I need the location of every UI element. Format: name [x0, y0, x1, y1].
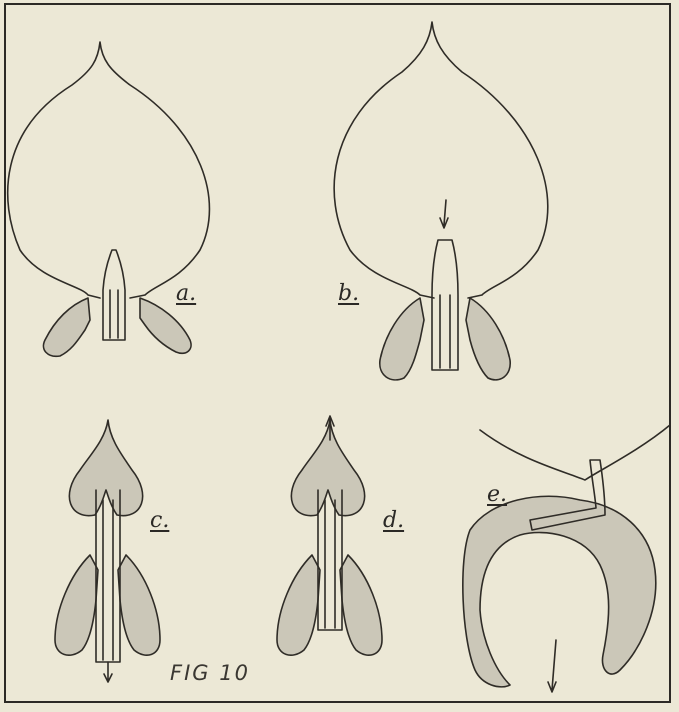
- uterus-left-d: [277, 555, 320, 655]
- arrow-b: [440, 200, 448, 228]
- uterus-left-a: [43, 298, 90, 356]
- tube-inner-b: [440, 295, 450, 368]
- bulb-c: [69, 420, 142, 516]
- tube-c: [96, 490, 120, 662]
- heart-sac-b: [334, 22, 548, 298]
- diagram-b: [334, 22, 548, 380]
- uterus-left-c: [55, 555, 98, 655]
- uterus-right-c: [118, 555, 160, 655]
- arrow-e: [548, 640, 556, 692]
- bulb-d: [291, 420, 364, 516]
- label-a: a.: [176, 281, 196, 306]
- tube-b: [432, 240, 458, 370]
- sac-edge-e: [480, 425, 670, 480]
- label-b: b.: [338, 281, 359, 306]
- figure-caption: FIG 10: [170, 661, 250, 685]
- tube-inner-d: [325, 500, 335, 628]
- arrow-c: [104, 662, 112, 682]
- label-c: c.: [150, 508, 169, 533]
- tube-inner-c: [103, 500, 113, 660]
- uterus-left-b: [380, 298, 424, 380]
- diagram-a: [8, 42, 210, 356]
- uterus-right-d: [340, 555, 382, 655]
- uterus-right-a: [140, 298, 191, 353]
- label-d: d.: [383, 508, 404, 533]
- diagram-e: [463, 425, 670, 692]
- diagram-c: [55, 420, 160, 682]
- label-e: e.: [487, 482, 507, 507]
- tube-a: [103, 250, 125, 340]
- tube-inner-a: [110, 290, 118, 338]
- diagram-d: [277, 416, 382, 655]
- uterus-right-b: [466, 298, 510, 380]
